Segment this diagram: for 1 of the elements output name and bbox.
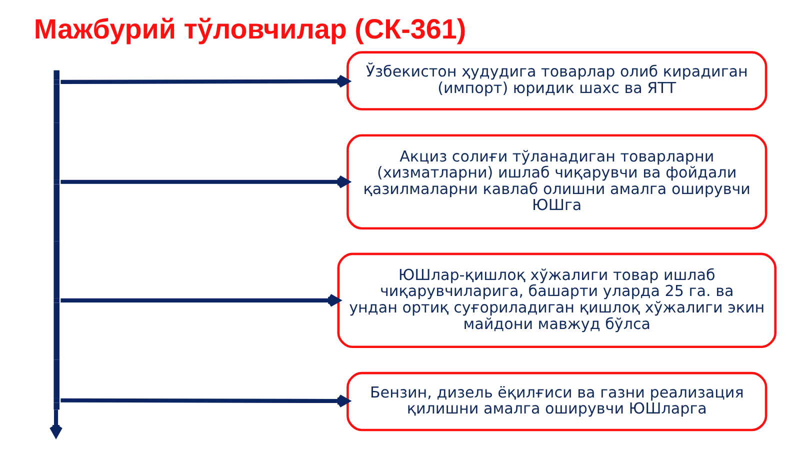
diagram-title: Мажбурий тўловчилар (СК-361) xyxy=(34,14,466,45)
